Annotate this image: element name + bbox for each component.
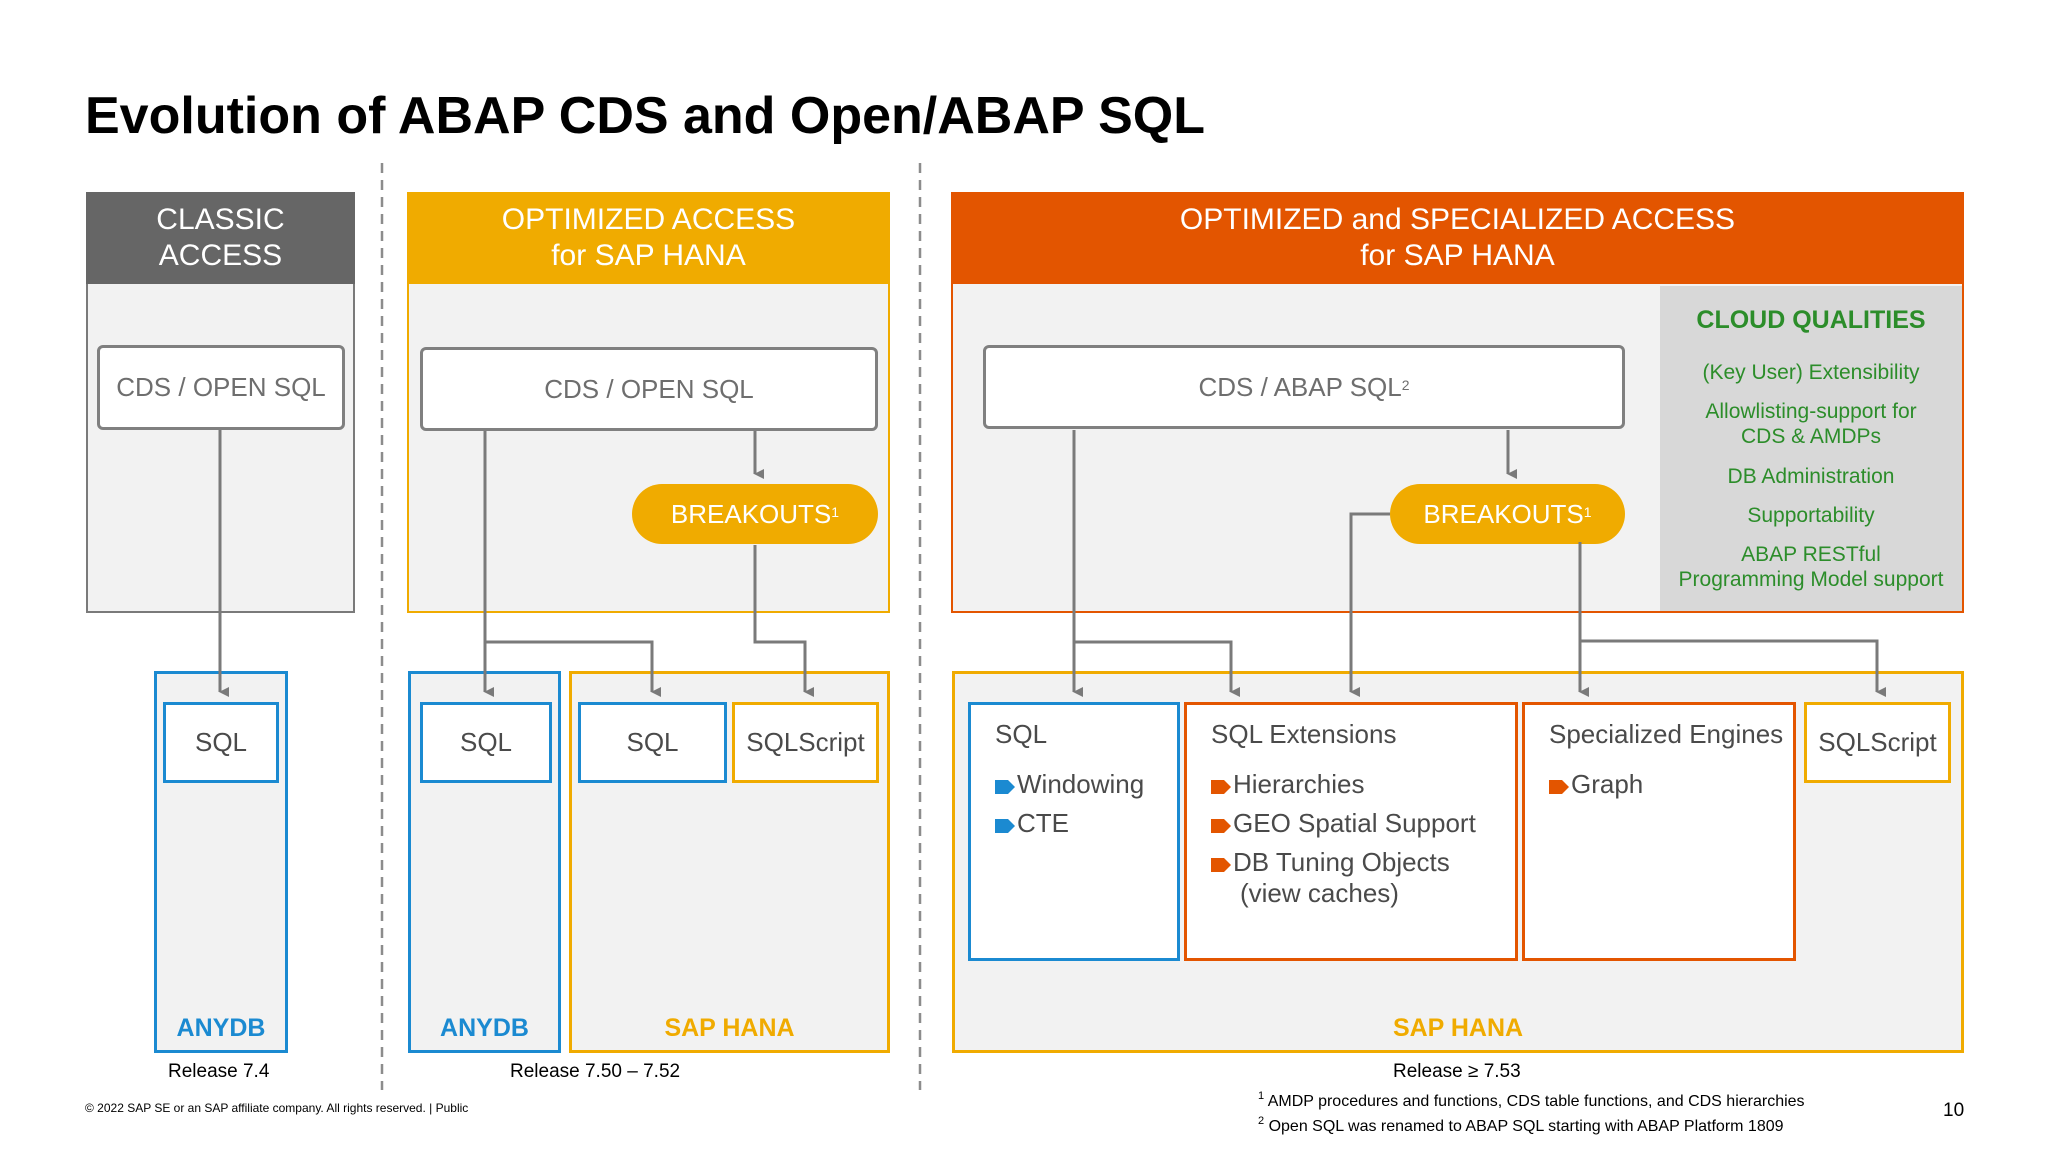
sql-feature-box: SQL Windowing CTE	[968, 702, 1180, 961]
feature-item-continuation: (view caches)	[1240, 878, 1399, 909]
page-title: Evolution of ABAP CDS and Open/ABAP SQL	[85, 87, 1205, 145]
breakouts-label: BREAKOUTS	[1423, 498, 1584, 529]
anydb-label: ANYDB	[440, 1014, 529, 1042]
footnote-mark: 2	[1258, 1115, 1265, 1127]
feature-item-text: DB Tuning Objects	[1233, 847, 1450, 877]
header-line: ACCESS	[158, 239, 283, 272]
footnote-mark: 1	[1258, 1090, 1265, 1102]
feature-item: DB Tuning Objects	[1211, 847, 1450, 878]
sqlscript-box: SQLScript	[732, 702, 879, 783]
release-label: Release 7.50 – 7.52	[510, 1061, 681, 1082]
header-line: for SAP HANA	[551, 239, 746, 272]
header-line: OPTIMIZED ACCESS	[501, 203, 796, 236]
bullet-arrow-icon	[1211, 819, 1231, 833]
footnote-text: AMDP procedures and functions, CDS table…	[1267, 1093, 1805, 1110]
cloud-quality-item: Allowlisting-support for CDS & AMDPs	[1660, 399, 1962, 449]
feature-item: CTE	[995, 808, 1069, 839]
cds-open-sql-box: CDS / OPEN SQL	[97, 345, 345, 430]
feature-item-text: Windowing	[1017, 769, 1145, 799]
bullet-arrow-icon	[995, 819, 1015, 833]
cloud-quality-text: ABAP RESTful	[1741, 543, 1881, 566]
cloud-quality-text: DB Administration	[1727, 465, 1895, 488]
footnote-text: Open SQL was renamed to ABAP SQL startin…	[1268, 1118, 1784, 1135]
specialized-engines-box: Specialized Engines Graph	[1522, 702, 1796, 961]
feature-item: Graph	[1549, 769, 1643, 800]
sap-hana-label: SAP HANA	[1392, 1014, 1524, 1042]
optimized-access-header: OPTIMIZED ACCESS for SAP HANA	[407, 192, 890, 284]
sql-box: SQL	[420, 702, 552, 783]
specialized-engines-title: Specialized Engines	[1549, 719, 1784, 749]
feature-item: Windowing	[995, 769, 1144, 800]
sql-box: SQL	[578, 702, 727, 783]
classic-access-header: CLASSIC ACCESS	[86, 192, 355, 284]
anydb-label: ANYDB	[176, 1014, 266, 1042]
sql-box: SQL	[163, 702, 279, 783]
release-label: Release ≥ 7.53	[1393, 1061, 1521, 1082]
header-line: OPTIMIZED and SPECIALIZED ACCESS	[1179, 203, 1736, 236]
cloud-qualities-title: CLOUD QUALITIES	[1696, 306, 1926, 334]
feature-item: GEO Spatial Support	[1211, 808, 1476, 839]
bullet-arrow-icon	[1211, 780, 1231, 794]
cloud-quality-text: Supportability	[1747, 504, 1875, 527]
header-line: CLASSIC	[156, 203, 285, 236]
sql-feature-title: SQL	[995, 719, 1048, 749]
cloud-quality-text: (Key User) Extensibility	[1702, 361, 1920, 384]
footnote-mark: 1	[831, 504, 840, 520]
bullet-arrow-icon	[1211, 858, 1231, 872]
cloud-quality-item: DB Administration	[1660, 464, 1962, 489]
release-label: Release 7.4	[168, 1061, 270, 1082]
copyright-notice: © 2022 SAP SE or an SAP affiliate compan…	[85, 1101, 469, 1115]
cloud-quality-item: ABAP RESTful Programming Model support	[1660, 542, 1962, 592]
bullet-arrow-icon	[995, 780, 1015, 794]
page-number: 10	[1943, 1100, 1965, 1121]
bullet-arrow-icon	[1549, 780, 1569, 794]
feature-item: Hierarchies	[1211, 769, 1365, 800]
cloud-quality-item: Supportability	[1660, 503, 1962, 528]
cds-abap-sql-label: CDS / ABAP SQL	[1198, 371, 1402, 402]
feature-item-text: (view caches)	[1240, 878, 1399, 908]
feature-item-text: Hierarchies	[1233, 769, 1365, 799]
sap-hana-label: SAP HANA	[664, 1014, 795, 1042]
specialized-access-header: OPTIMIZED and SPECIALIZED ACCESS for SAP…	[951, 192, 1964, 284]
sqlscript-box: SQLScript	[1804, 702, 1951, 783]
sql-extensions-box: SQL Extensions Hierarchies GEO Spatial S…	[1184, 702, 1518, 961]
cloud-quality-text: CDS & AMDPs	[1740, 425, 1882, 448]
cloud-qualities-panel: CLOUD QUALITIES (Key User) Extensibility…	[1660, 286, 1962, 611]
footnote-2: 2 Open SQL was renamed to ABAP SQL start…	[1258, 1115, 1784, 1136]
feature-item-text: CTE	[1017, 808, 1069, 838]
feature-item-text: GEO Spatial Support	[1233, 808, 1476, 838]
footnote-1: 1 AMDP procedures and functions, CDS tab…	[1258, 1090, 1805, 1111]
cloud-quality-text: Allowlisting-support for	[1705, 400, 1917, 423]
cloud-quality-item: (Key User) Extensibility	[1660, 360, 1962, 385]
sql-extensions-title: SQL Extensions	[1211, 719, 1397, 749]
header-line: for SAP HANA	[1360, 239, 1555, 272]
breakouts-label: BREAKOUTS	[670, 498, 832, 529]
footnote-mark: 2	[1401, 377, 1410, 393]
cds-open-sql-box: CDS / OPEN SQL	[420, 347, 878, 431]
feature-item-text: Graph	[1571, 769, 1644, 799]
footnote-mark: 1	[1583, 504, 1592, 520]
cloud-quality-text: Programming Model support	[1678, 568, 1944, 591]
